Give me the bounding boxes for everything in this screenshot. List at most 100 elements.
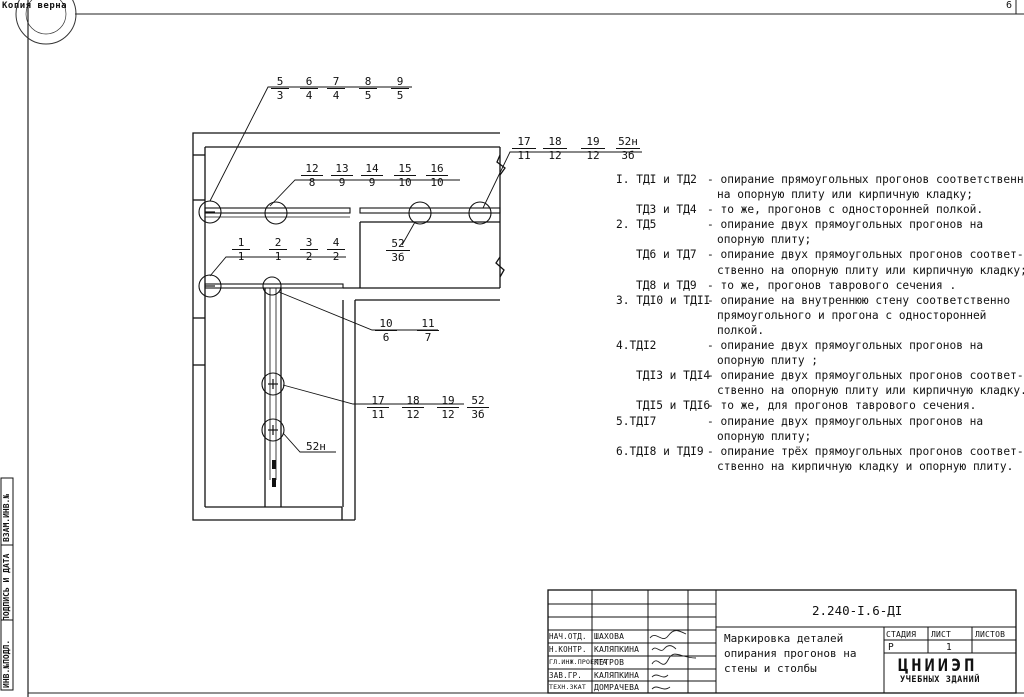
title-line-2: опирания прогонов на (724, 647, 857, 660)
note-item: 3. ТДI0 и ТДII- опирание на внутреннюю с… (614, 293, 1018, 308)
building-plan (192, 132, 506, 521)
callout-numerator: 1 (232, 236, 250, 250)
callout-denominator: 12 (586, 149, 600, 162)
callout-numerator: 2 (269, 236, 287, 250)
note-label: 4.ТДI2 (616, 339, 657, 353)
note-item: ственно на кирпичную кладку и опорную пл… (614, 459, 1018, 474)
title-block-role: ЗАВ.ГР. (549, 671, 583, 680)
callout-numerator: 13 (331, 162, 353, 176)
note-item: ТД8 и ТД9- то же, прогонов таврового сеч… (614, 278, 1018, 293)
note-text: - опирание двух прямоугольных прогонов с… (707, 248, 1024, 262)
title-line-1: Маркировка деталей (724, 632, 844, 645)
note-item: 4.ТДI2 - опирание двух прямоугольных прог… (614, 338, 1018, 353)
note-label: I. ТДI и ТД2 (616, 173, 697, 186)
callout-numerator: 12 (301, 162, 323, 176)
callout-denominator: 2 (305, 250, 313, 263)
callout-denominator: 6 (382, 331, 390, 344)
note-text: - опирание двух прямоугольных прогонов с… (707, 369, 1024, 383)
callout-numerator: 16 (426, 162, 448, 176)
callout-denominator: 11 (371, 408, 385, 421)
document-code: 2.240-I.6-ДI (812, 603, 903, 618)
callout-numerator: 17 (367, 394, 389, 408)
note-label: ТД8 и ТД9 (636, 278, 697, 292)
note-item: ственно на опорную плиту или кирпичную к… (614, 383, 1024, 398)
callout-numerator: 11 (417, 317, 439, 331)
note-item: ТДI3 и ТДI4- опирание двух прямоугольных… (614, 368, 1024, 383)
note-text: на опорную плиту или кирпичную кладку; (717, 188, 973, 202)
stage-label: СТАДИЯ (886, 630, 917, 639)
note-text: - опирание двух прямоугольных прогонов н… (707, 339, 984, 353)
document-title: Маркировка деталей опирания прогонов на … (724, 631, 856, 676)
note-text: - опирание прямоугольных прогонов соотве… (707, 173, 1024, 186)
callout-denominator: 4 (332, 89, 340, 102)
title-block-name: ШАХОВА (594, 632, 625, 641)
label-52n: 52н (306, 440, 326, 453)
callout-denominator: 1 (274, 250, 282, 263)
title-block-role: НАЧ.ОТД. (549, 632, 587, 641)
note-item: опорную плиту; (614, 232, 1018, 247)
callout-denominator: 12 (406, 408, 420, 421)
callout-denominator: 2 (332, 250, 340, 263)
note-item: ТДI5 и ТДI6- то же, для прогонов таврово… (614, 398, 1018, 413)
callout-denominator: 10 (430, 176, 444, 189)
stamp-text: Копия верна (2, 1, 68, 11)
note-item: I. ТДI и ТД2 - опирание прямоугольных про… (614, 172, 1024, 187)
callout-denominator: 9 (368, 176, 376, 189)
note-label: ТД3 и ТД4 (636, 203, 697, 217)
callout-denominator: 4 (305, 89, 313, 102)
callout-numerator: 6 (300, 75, 318, 89)
callout-numerator: 7 (327, 75, 345, 89)
note-text: ственно на опорную плиту или кирпичную к… (717, 384, 1024, 398)
stage-value: Р (888, 642, 894, 653)
note-text: - опирание двух прямоугольных прогонов н… (707, 414, 984, 428)
callout-numerator: 9 (391, 75, 409, 89)
side-stamp: ИНВ.№ПОДЛ. ПОДПИСЬ И ДАТА ВЗАМ.ИНВ.№ (1, 478, 13, 690)
side-stamp-replace: ВЗАМ.ИНВ.№ (2, 493, 11, 542)
note-item: опорную плиту ; (614, 353, 1018, 368)
detail-circle-column-2 (261, 418, 285, 442)
callout-denominator: 5 (396, 89, 404, 102)
callout-denominator: 10 (398, 176, 412, 189)
note-text: полкой. (717, 323, 765, 337)
note-text: - опирание трёх прямоугольных прогонов с… (707, 444, 1024, 458)
callout-denominator: 3б (471, 408, 485, 421)
callout-numerator: 52 (386, 237, 410, 251)
leader-lines (209, 86, 642, 453)
title-block-name: КАЛЯПКИНА (594, 671, 640, 680)
note-item: 6.ТДI8 и ТДI9- опирание трёх прямоугольн… (614, 444, 1024, 459)
note-item: ТД6 и ТД7- опирание двух прямоугольных п… (614, 247, 1024, 262)
detail-circle-upper-3 (408, 201, 432, 225)
title-block-role: ГЛ.ИНЖ.ПРОЕКТА (549, 658, 607, 666)
note-item: ственно на опорную плиту или кирпичную к… (614, 263, 1024, 278)
callout-denominator: 3б (391, 251, 405, 264)
note-label: 6.ТДI8 и ТДI9 (616, 444, 704, 458)
note-text: ственно на кирпичную кладку и опорную пл… (717, 459, 1014, 473)
callout-numerator: 18 (543, 135, 567, 149)
note-text: прямоугольного и прогона с односторонней (717, 308, 987, 322)
detail-circle-upper-2 (264, 201, 288, 225)
title-block-role: Н.КОНТР. (549, 645, 587, 654)
detail-circle-column-1 (261, 372, 285, 396)
callout-denominator: 3б (621, 149, 635, 162)
title-line-3: стены и столбы (724, 662, 817, 675)
callout-numerator: 19 (581, 135, 605, 149)
callout-numerator: 4 (327, 236, 345, 250)
title-block-name: ДОМРАЧЕВА (594, 683, 640, 692)
callout-denominator: 7 (424, 331, 432, 344)
